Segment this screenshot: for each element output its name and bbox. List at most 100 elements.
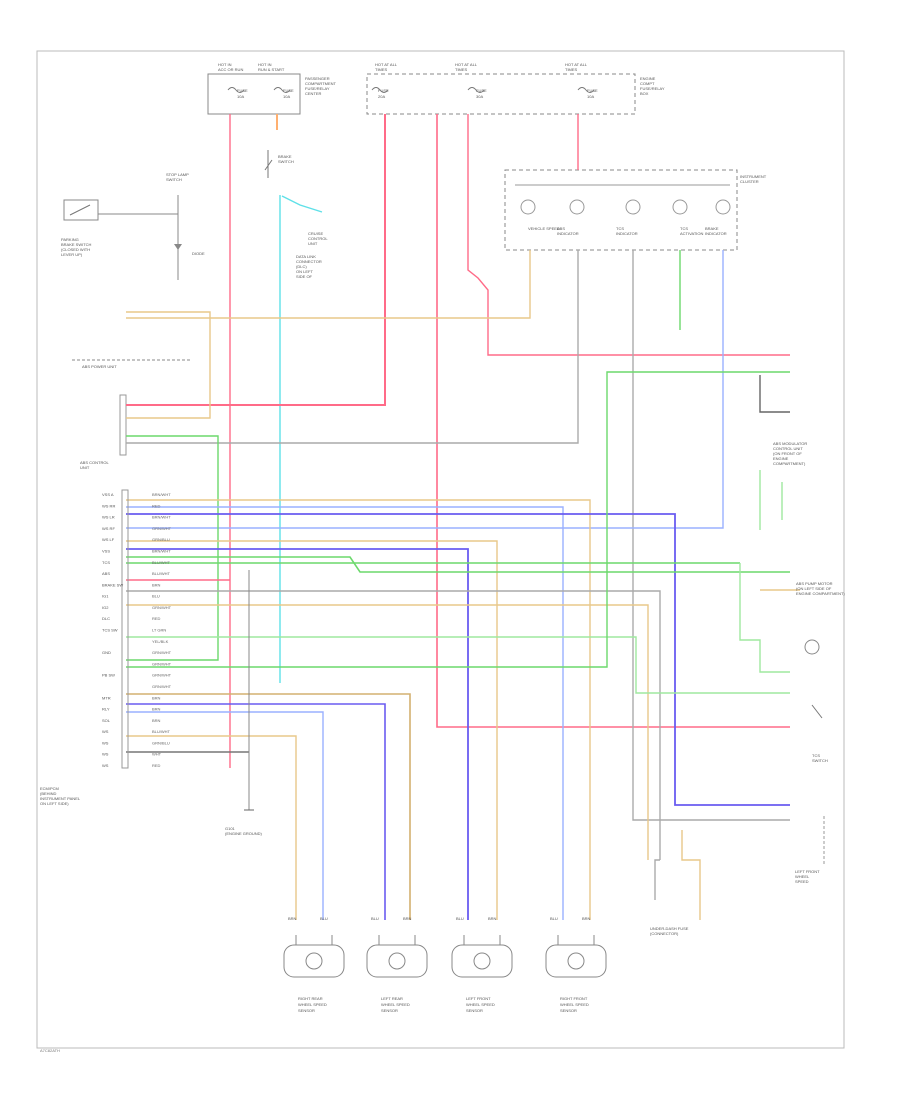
ecm-pin-label: VSS: [102, 548, 110, 553]
ecm-pin-label: BRAKE SW: [102, 582, 123, 587]
fp4-line1: HOT AT ALL: [455, 62, 478, 67]
ecm-pin-label: TCS: [102, 560, 110, 565]
svg-text:SWITCH: SWITCH: [812, 758, 828, 763]
svg-text:ABS: ABS: [557, 226, 565, 231]
svg-text:G101: G101: [225, 826, 236, 831]
sensor-pin-label: BRN: [582, 916, 591, 921]
wire-color-tag: RED: [152, 763, 161, 768]
ecm-pin-label: WS: [102, 740, 109, 745]
cruise-control-label: CRUISE CONTROL UNIT: [308, 231, 328, 246]
wire-color-tag: GRN/BLU: [152, 537, 170, 542]
abs-pump-motor: ABS PUMP MOTOR (ON LEFT SIDE OF ENGINE C…: [796, 581, 845, 655]
ecm-pin-label: WS LR: [102, 515, 115, 520]
sensor-pin-label: BRN: [288, 916, 297, 921]
svg-text:ON LEFT: ON LEFT: [296, 269, 313, 274]
wire-ldf: [681, 830, 701, 920]
fp2-line1: HOT IN: [258, 62, 272, 67]
wire-grn2: [126, 556, 790, 573]
wire-wht: [126, 590, 661, 860]
wire-batt-main: [126, 114, 386, 406]
sensor-body: [451, 944, 513, 978]
under-dash-fuse-box: LEFT FRONT WHEEL SPEED: [795, 816, 825, 884]
sensor-name: SENSOR: [298, 1008, 315, 1013]
wire-color-tag: BRN/WHT: [152, 492, 171, 497]
sensor-coil: [473, 952, 491, 970]
wire-conn1: [654, 859, 660, 900]
under-dash-connector: UNDER-DASH FUSE (CONNECTOR): [650, 926, 689, 936]
svg-text:INDICATOR: INDICATOR: [705, 231, 727, 236]
junction-box-label: PASSENGER COMPARTMENT FUSE/RELAY CENTER: [305, 76, 337, 96]
ecm-pin-label: IG1: [102, 594, 109, 599]
wire-color-tag: BLU: [152, 594, 160, 599]
wire-tcs-sw: [126, 636, 790, 694]
svg-text:FUSE: FUSE: [587, 88, 598, 93]
sensor-name: RIGHT FRONT: [560, 996, 588, 1001]
sensor-name: LEFT FRONT: [466, 996, 491, 1001]
fp3-line2: TIMES: [375, 67, 388, 72]
wire-lf-brn: [126, 540, 498, 920]
wire-lr-brn: [126, 693, 411, 920]
svg-text:LEFT FRONT: LEFT FRONT: [795, 869, 820, 874]
ground-g101: G101 (ENGINE GROUND): [225, 570, 263, 836]
ecm-pin-label: WS RF: [102, 526, 115, 531]
fp1-fuse: FUSE: [237, 88, 248, 93]
svg-text:(ENGINE GROUND): (ENGINE GROUND): [225, 831, 263, 836]
sensor-name: SENSOR: [560, 1008, 577, 1013]
svg-text:UNDER-DASH FUSE: UNDER-DASH FUSE: [650, 926, 689, 931]
tcs-switch: TCS SWITCH: [811, 704, 828, 763]
ecm-pin-label: PB SW: [102, 673, 115, 678]
svg-text:(CLOSED WITH: (CLOSED WITH: [61, 247, 90, 252]
fp3-line1: HOT AT ALL: [375, 62, 398, 67]
svg-text:WHEEL: WHEEL: [795, 874, 810, 879]
svg-text:COMPARTMENT: COMPARTMENT: [305, 81, 337, 86]
sensor-coil: [305, 952, 323, 970]
ecm-pin-label: GND: [102, 650, 111, 655]
wire-color-tag: GRN/WHT: [152, 650, 172, 655]
svg-text:DATA LINK: DATA LINK: [296, 254, 316, 259]
fp1-line1: HOT IN: [218, 62, 232, 67]
sensor-body: [283, 944, 345, 978]
wire-brake-ind: [126, 250, 724, 529]
svg-text:INDICATOR: INDICATOR: [616, 231, 638, 236]
svg-text:TCS: TCS: [616, 226, 624, 231]
ecm-pin-label: VSS A: [102, 492, 114, 497]
sensor-name: SENSOR: [381, 1008, 398, 1013]
wire-lf-blu: [126, 548, 469, 920]
abs-power-unit: ABS POWER UNIT: [72, 359, 190, 369]
svg-text:SWITCH: SWITCH: [278, 159, 294, 164]
parking-brake-switch: PARKING BRAKE SWITCH (CLOSED WITH LEVER …: [61, 172, 205, 280]
wire-grn1: [126, 435, 219, 661]
svg-text:INSTRUMENT PANEL: INSTRUMENT PANEL: [40, 796, 81, 801]
svg-text:COMPT: COMPT: [640, 81, 655, 86]
wire-rr-blu: [126, 711, 324, 920]
wire-pump: [739, 563, 790, 673]
wire-blu-wht: [126, 513, 790, 806]
sensor-coil: [567, 952, 585, 970]
ecm-pin-label: RLY: [102, 707, 110, 712]
wire-yel: [126, 604, 649, 860]
abs-modulator-label: ABS MODULATOR CONTROL UNIT (ON FRONT OF …: [773, 441, 807, 466]
wire-color-tag: YEL/BLK: [152, 639, 169, 644]
svg-text:CONNECTOR: CONNECTOR: [296, 259, 322, 264]
wire-pb: [126, 311, 211, 419]
svg-text:STOP LAMP: STOP LAMP: [166, 172, 189, 177]
sensor-body: [545, 944, 607, 978]
sensor-pin-label: BLU: [371, 916, 379, 921]
sensor-name: WHEEL SPEED: [466, 1002, 495, 1007]
ecm-pin-label: DLC: [102, 616, 110, 621]
ecm-pin-label: WS RR: [102, 503, 115, 508]
svg-text:INDICATOR: INDICATOR: [557, 231, 579, 236]
ecm-pin-label: ABS: [102, 571, 110, 576]
svg-text:ACTIVATION: ACTIVATION: [680, 231, 704, 236]
wire-color-tag: GRN/WHT: [152, 661, 172, 666]
wire-color-tag: RED: [152, 503, 161, 508]
fp5-line1: HOT AT ALL: [565, 62, 588, 67]
svg-text:PASSENGER: PASSENGER: [305, 76, 330, 81]
wire-color-tag: GRN/WHT: [152, 526, 172, 531]
figure-code: A7C82ATH: [40, 1048, 60, 1053]
sensor-pin-label: BRN: [403, 916, 412, 921]
svg-text:BOX: BOX: [640, 91, 649, 96]
